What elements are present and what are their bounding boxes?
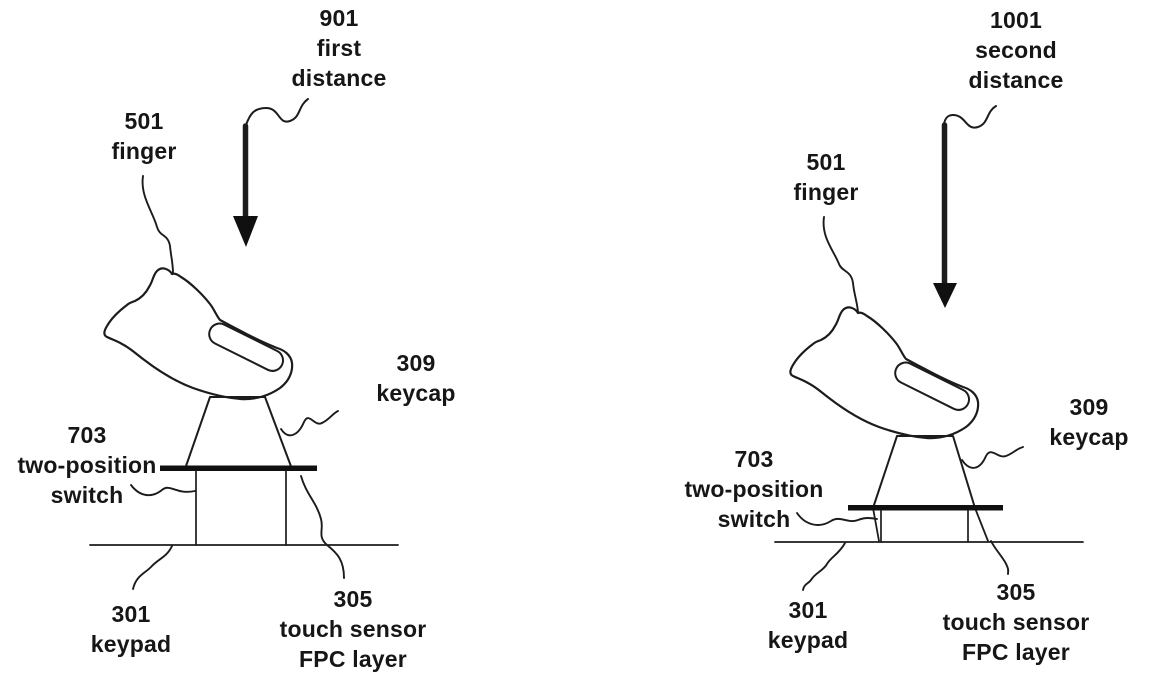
ref-text-line: finger bbox=[111, 138, 177, 164]
finger-group-right bbox=[789, 306, 980, 440]
ref-text-line: distance bbox=[968, 67, 1064, 93]
switch-leader-line-left bbox=[130, 484, 196, 497]
ref-text-line: finger bbox=[793, 179, 859, 205]
sensor-leader-line-left bbox=[300, 475, 345, 579]
ref-number: 501 bbox=[806, 149, 846, 175]
ref-text-line: two-position bbox=[17, 452, 157, 478]
fpc-layer-bar-right bbox=[848, 505, 1003, 511]
finger-outline-left bbox=[103, 267, 294, 401]
ref-number: 1001 bbox=[990, 7, 1042, 33]
fpc-layer-bar-left bbox=[160, 465, 317, 471]
label-sensor-left: 305 touch sensor FPC layer bbox=[280, 584, 427, 674]
label-sensor-right: 305 touch sensor FPC layer bbox=[943, 577, 1090, 667]
right-view-drawing bbox=[774, 105, 1084, 591]
label-switch-left: 703 two-position switch bbox=[17, 420, 156, 510]
keycap-outline-right bbox=[872, 435, 976, 509]
finger-leader-line-right bbox=[822, 216, 859, 313]
label-keycap-right: 309 keycap bbox=[1049, 392, 1128, 452]
ref-text-line: two-position bbox=[684, 476, 824, 502]
ref-text-line: keypad bbox=[90, 631, 172, 657]
ref-number: 501 bbox=[124, 108, 164, 134]
ref-text-line: touch sensor bbox=[279, 616, 427, 642]
fingernail-right bbox=[894, 361, 971, 411]
ref-number: 309 bbox=[396, 350, 436, 376]
keycap-skirt-left-right-view bbox=[872, 507, 880, 542]
ref-text-line: distance bbox=[291, 65, 387, 91]
ref-text-line: FPC layer bbox=[962, 639, 1070, 665]
ref-number: 703 bbox=[734, 446, 774, 472]
label-finger-right: 501 finger bbox=[793, 147, 858, 207]
left-view-drawing bbox=[89, 98, 399, 590]
keycap-skirt-right-right-view bbox=[974, 507, 989, 542]
keycap-leader-line-right bbox=[961, 446, 1024, 469]
switch-leader-line-right bbox=[796, 512, 878, 526]
keycap-leader-line-left bbox=[280, 410, 339, 437]
ref-number: 301 bbox=[788, 597, 828, 623]
keypad-leader-line-right bbox=[802, 542, 846, 591]
ref-number: 305 bbox=[996, 579, 1036, 605]
label-first-distance: 901 first distance bbox=[292, 3, 387, 93]
label-second-distance: 1001 second distance bbox=[969, 5, 1064, 95]
ref-number: 301 bbox=[111, 601, 151, 627]
ref-number: 309 bbox=[1069, 394, 1109, 420]
label-keypad-right: 301 keypad bbox=[768, 595, 848, 655]
finger-leader-line-left bbox=[141, 175, 174, 274]
second-distance-leader-line bbox=[943, 105, 997, 129]
sensor-leader-line-right bbox=[990, 540, 1010, 575]
ref-text-line: switch bbox=[50, 482, 124, 508]
ref-number: 901 bbox=[319, 5, 359, 31]
ref-text-line: keycap bbox=[1049, 424, 1129, 450]
finger-outline-right bbox=[789, 306, 980, 440]
ref-text-line: first bbox=[316, 35, 362, 61]
keypad-leader-line-left bbox=[132, 545, 173, 590]
keycap-outline-left bbox=[184, 396, 293, 470]
ref-text-line: switch bbox=[717, 506, 791, 532]
second-distance-arrow-head bbox=[933, 283, 957, 308]
ref-text-line: keypad bbox=[767, 627, 849, 653]
label-finger-left: 501 finger bbox=[111, 106, 176, 166]
label-switch-right: 703 two-position switch bbox=[684, 444, 823, 534]
ref-number: 703 bbox=[67, 422, 107, 448]
label-keycap-left: 309 keycap bbox=[376, 348, 455, 408]
ref-text-line: touch sensor bbox=[942, 609, 1090, 635]
first-distance-leader-line bbox=[245, 98, 309, 126]
ref-text-line: FPC layer bbox=[299, 646, 407, 672]
first-distance-arrow-head bbox=[233, 216, 258, 247]
ref-number: 305 bbox=[333, 586, 373, 612]
ref-text-line: keycap bbox=[376, 380, 456, 406]
ref-text-line: second bbox=[975, 37, 1057, 63]
label-keypad-left: 301 keypad bbox=[91, 599, 171, 659]
fingernail-left bbox=[208, 322, 285, 372]
